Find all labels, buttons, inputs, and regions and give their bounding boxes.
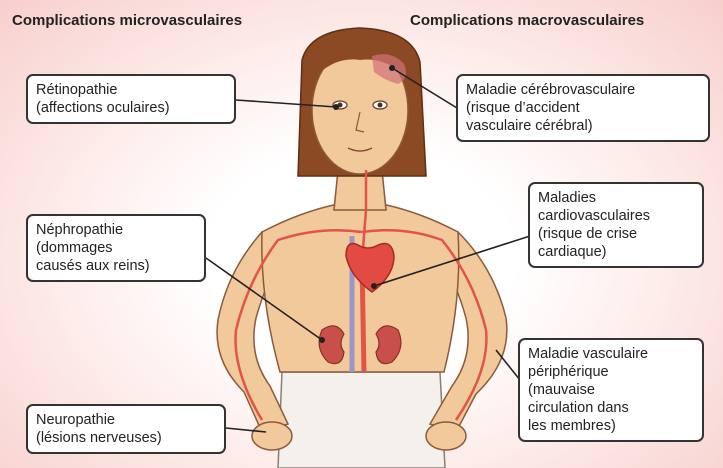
label-line: (dommages — [36, 239, 196, 257]
label-line: Maladie vasculaire — [528, 345, 694, 363]
label-line: périphérique — [528, 363, 694, 381]
label-line: les membres) — [528, 417, 694, 435]
label-cerebrovasculaire: Maladie cérébrovasculaire (risque d’acci… — [456, 74, 710, 142]
label-line: (lésions nerveuses) — [36, 429, 216, 447]
label-line: Rétinopathie — [36, 81, 226, 99]
label-line: Néphropathie — [36, 221, 196, 239]
label-line: (mauvaise — [528, 381, 694, 399]
label-cardiovasculaires: Maladies cardiovasculaires (risque de cr… — [528, 182, 704, 268]
label-line: Neuropathie — [36, 411, 216, 429]
right-hand — [252, 422, 292, 450]
label-line: Maladie cérébrovasculaire — [466, 81, 700, 99]
label-line: cardiaque) — [538, 243, 694, 261]
label-line: (risque de crise — [538, 225, 694, 243]
label-line: vasculaire cérébral) — [466, 117, 700, 135]
label-nephropathie: Néphropathie (dommages causés aux reins) — [26, 214, 206, 282]
left-hand — [426, 422, 466, 450]
label-line: circulation dans — [528, 399, 694, 417]
label-retinopathie: Rétinopathie (affections oculaires) — [26, 74, 236, 124]
label-peripherique: Maladie vasculaire périphérique (mauvais… — [518, 338, 704, 442]
header-microvascular: Complications microvasculaires — [12, 12, 242, 29]
label-neuropathie: Neuropathie (lésions nerveuses) — [26, 404, 226, 454]
label-line: cardiovasculaires — [538, 207, 694, 225]
shorts — [278, 372, 445, 468]
left-pupil — [378, 103, 383, 108]
dot-nephropathie — [319, 337, 325, 343]
dot-cardio — [371, 283, 377, 289]
dot-cerebro — [389, 65, 395, 71]
header-macrovascular: Complications macrovasculaires — [410, 12, 644, 29]
label-line: (affections oculaires) — [36, 99, 226, 117]
label-line: causés aux reins) — [36, 257, 196, 275]
leader-peripherique — [496, 350, 520, 380]
dot-retinopathie — [333, 104, 339, 110]
label-line: (risque d’accident — [466, 99, 700, 117]
label-line: Maladies — [538, 189, 694, 207]
